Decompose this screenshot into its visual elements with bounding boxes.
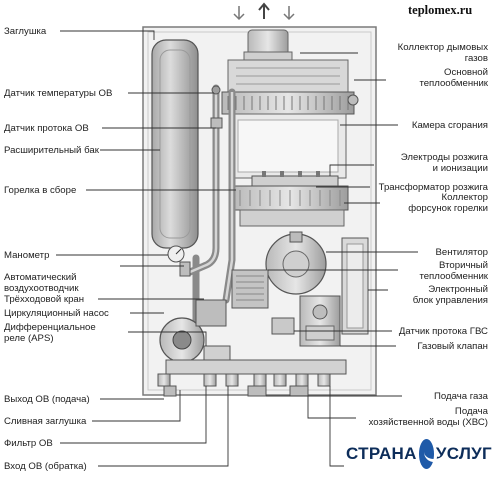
watermark-right-text: УСЛУГ	[435, 444, 492, 463]
three-way-valve	[195, 299, 227, 327]
right-label-3: Камера сгорания	[411, 120, 488, 131]
watermark-badge: СТРАНА УСЛУГ	[346, 434, 492, 474]
right-label-6: Коллектор форсунок горелки	[408, 192, 488, 214]
left-label-8: Трёхходовой кран	[4, 294, 85, 305]
left-label-2: Датчик температуры ОВ	[4, 88, 113, 99]
right-label-13: Подача хозяйственной воды (ХВС)	[368, 406, 488, 428]
right-label-2: Основной теплообменник	[419, 67, 488, 89]
right-label-10: Датчик протока ГВС	[398, 326, 488, 337]
left-label-9: Циркуляционный насос	[4, 308, 109, 319]
right-label-8: Вторичный теплообменник	[419, 260, 488, 282]
left-label-7: Автоматический воздухоотводчик	[4, 272, 79, 294]
globe-icon	[418, 439, 445, 469]
right-label-11: Газовый клапан	[417, 341, 488, 352]
right-label-7: Вентилятор	[435, 247, 488, 258]
right-label-5: Трансформатор розжига	[378, 182, 488, 193]
left-label-5: Горелка в сборе	[4, 185, 77, 196]
hydraulic-group	[165, 359, 347, 375]
left-label-14: Вход ОВ (обратка)	[4, 461, 87, 472]
left-label-13: Фильтр ОВ	[4, 438, 53, 449]
left-label-4: Расширительный бак	[4, 145, 99, 156]
right-label-9: Электронный блок управления	[412, 284, 488, 306]
expansion-tank	[151, 39, 199, 249]
right-label-12: Подача газа	[434, 391, 488, 402]
website-label: teplomex.ru	[408, 3, 473, 17]
left-label-11: Выход ОВ (подача)	[4, 394, 90, 405]
left-label-6: Манометр	[4, 250, 50, 261]
right-label-1: Коллектор дымовых газов	[397, 42, 488, 64]
left-label-1: Заглушка	[4, 26, 47, 37]
electrodes-block	[251, 175, 339, 187]
left-label-3: Датчик протока ОВ	[4, 123, 89, 134]
cold-water-inlet	[289, 385, 309, 397]
flue-arrows	[233, 2, 295, 21]
left-label-10: Дифференциальное реле (APS)	[4, 322, 96, 344]
main-heat-exchanger	[221, 91, 355, 115]
watermark-left-text: СТРАНА	[346, 444, 417, 463]
right-label-4: Электроды розжига и ионизации	[400, 152, 488, 174]
gas-inlet	[247, 385, 267, 397]
leader-lines	[56, 30, 418, 467]
left-label-12: Сливная заглушка	[4, 416, 87, 427]
